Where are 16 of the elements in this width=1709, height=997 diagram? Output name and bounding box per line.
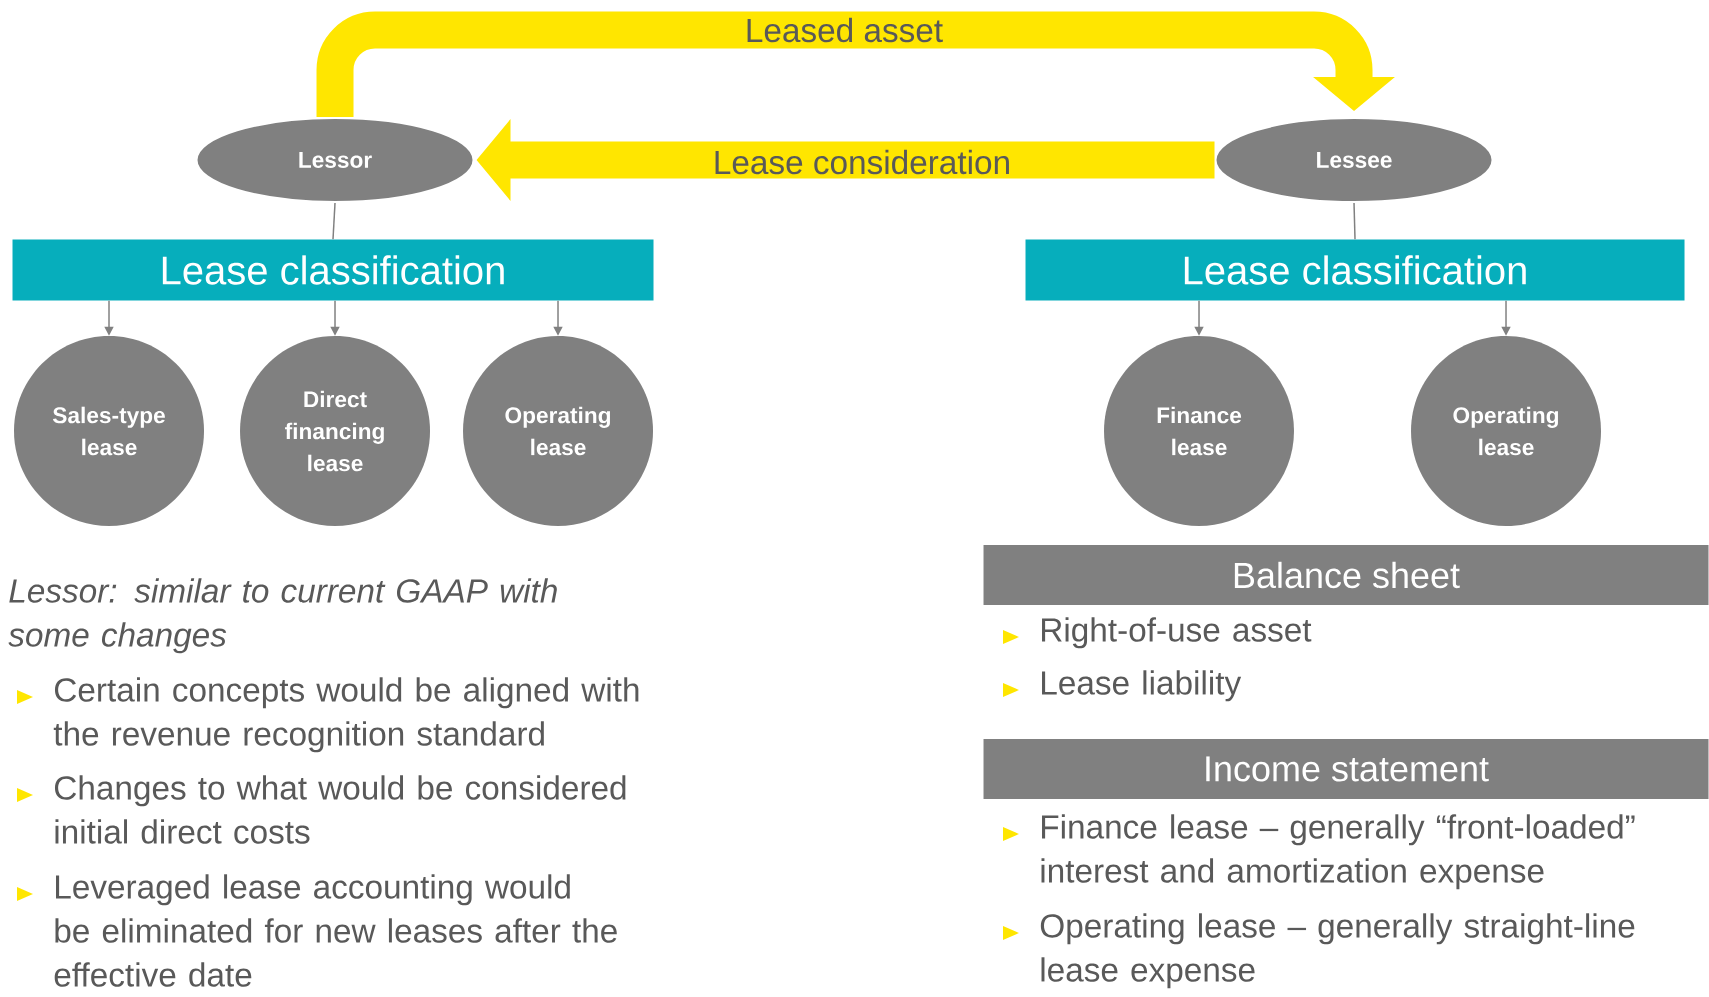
edge-label: Lease consideration	[711, 148, 1013, 176]
bullet-text: Certain concepts would be aligned with the revenue recognition standard	[53, 677, 639, 753]
connector-line	[332, 202, 336, 240]
bullet-text: Right-of-use asset	[1042, 617, 1312, 649]
header-band: Income statement	[983, 739, 1709, 799]
bullet-text: Leveraged lease accounting would be eliminated for new leases after the effective date	[54, 874, 617, 987]
edge-label: Leased asset	[743, 16, 945, 44]
arrow	[316, 11, 1395, 117]
bullet-text: Lease liability	[1042, 670, 1242, 702]
header-band: Lease classification	[12, 239, 654, 301]
bullet-text: Changes to what would be considered initial direct costs	[54, 775, 626, 844]
header-band: Lease classification	[1025, 239, 1685, 301]
note-text: Lessor: similar to current GAAP with some changes	[8, 578, 557, 654]
bullet-text: Operating lease – generally straight-line lease expense	[1040, 913, 1635, 989]
connector-line	[1353, 202, 1356, 240]
header-band: Balance sheet	[983, 545, 1709, 605]
